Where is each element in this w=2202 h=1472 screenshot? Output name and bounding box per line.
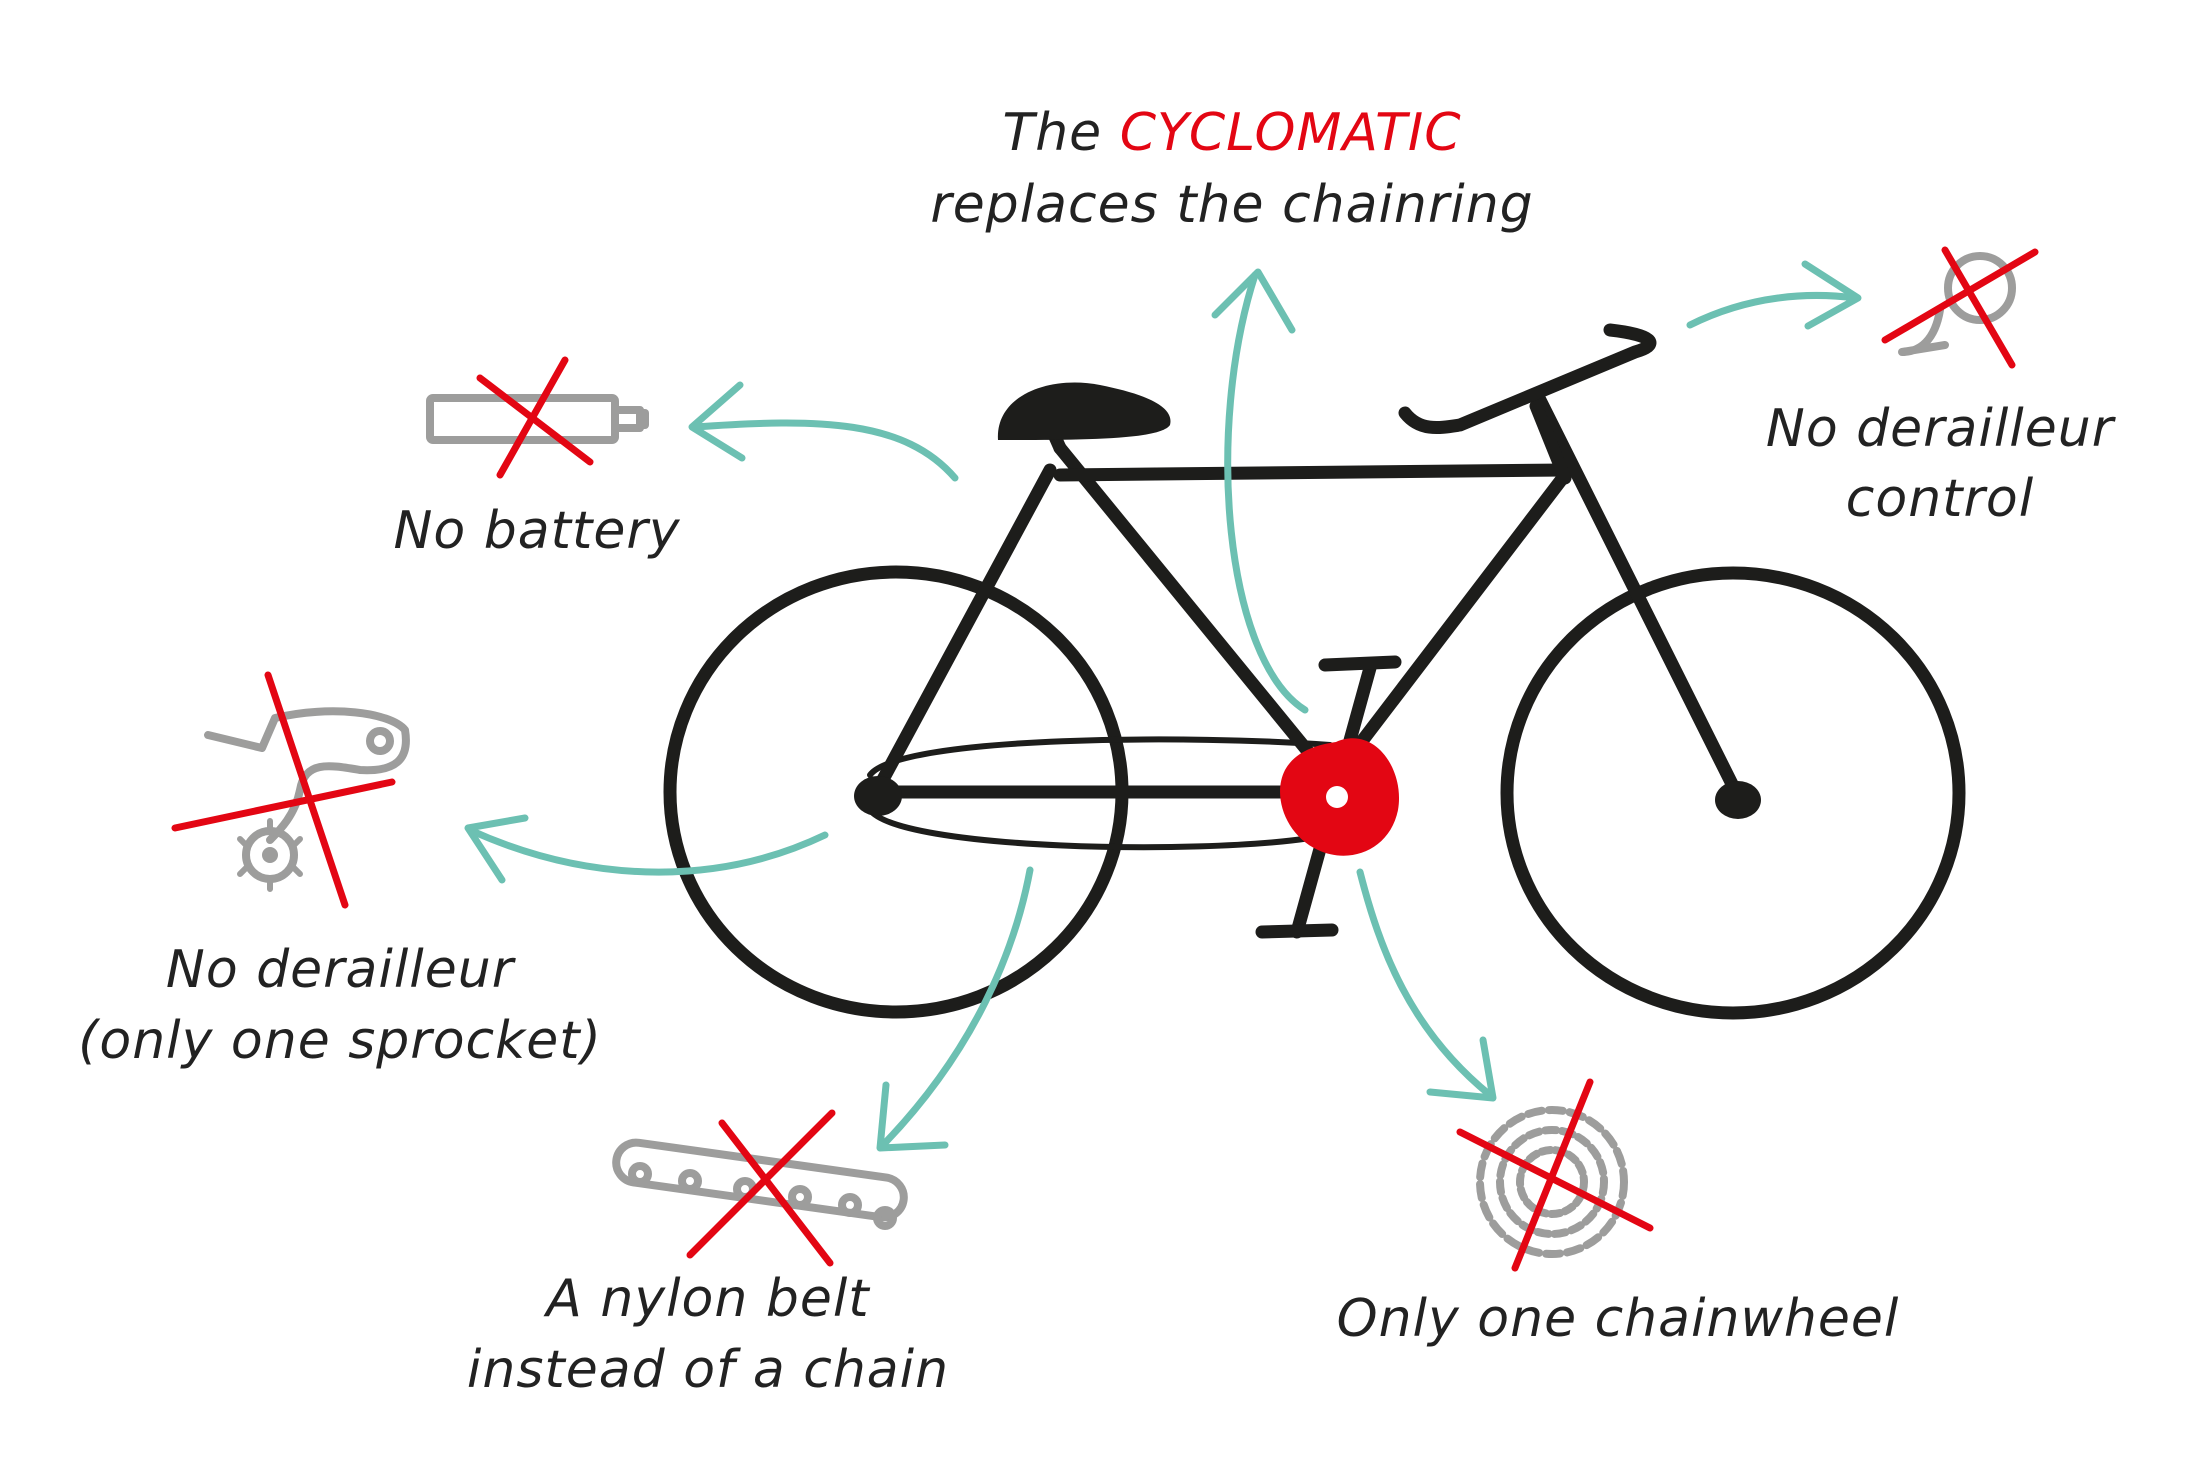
no-derailleur-control-label-1: No derailleur bbox=[1766, 399, 2117, 459]
no-derailleur-label-1: No derailleur bbox=[166, 940, 517, 1000]
derailleur-icon bbox=[171, 671, 410, 909]
arrow-battery bbox=[691, 419, 959, 482]
cyclomatic-brand: CYCLOMATIC bbox=[1120, 103, 1462, 163]
saddle bbox=[997, 382, 1171, 440]
down-tube bbox=[1333, 468, 1572, 777]
arrow-chain bbox=[879, 866, 1034, 1149]
seat-tube bbox=[1053, 441, 1322, 767]
nylon-belt-label-2: instead of a chain bbox=[467, 1340, 949, 1400]
arrow-cassette bbox=[1356, 868, 1494, 1099]
cyclomatic-subtitle: replaces the chainring bbox=[930, 175, 1533, 235]
nylon-belt-label-1: A nylon belt bbox=[543, 1269, 870, 1329]
cyclomatic-title: The CYCLOMATIC bbox=[1002, 103, 1461, 163]
no-battery-label: No battery bbox=[393, 501, 680, 561]
no-derailleur-label-2: (only one sprocket) bbox=[78, 1011, 602, 1071]
rear-hub bbox=[854, 776, 902, 816]
fork bbox=[1533, 393, 1742, 797]
arrow-cyclomatic bbox=[1224, 271, 1309, 714]
front-wheel bbox=[1500, 566, 1966, 1020]
arrow-derailleur-control bbox=[1686, 291, 1859, 329]
arrow-derailleur bbox=[466, 826, 829, 876]
stem bbox=[1529, 399, 1572, 485]
seat-stay bbox=[873, 463, 1057, 792]
one-chainwheel-label: Only one chainwheel bbox=[1337, 1289, 1900, 1349]
pedal-bottom bbox=[1255, 923, 1339, 939]
pedal-top bbox=[1318, 655, 1402, 672]
derailleur-control-icon bbox=[1881, 246, 2039, 369]
bicycle-illustration bbox=[663, 323, 1966, 1020]
cyclomatic-hub bbox=[1280, 738, 1400, 856]
no-derailleur-control-label-2: control bbox=[1846, 469, 2034, 529]
cassette-icon bbox=[1456, 1078, 1654, 1272]
top-tube bbox=[1053, 463, 1572, 482]
handlebar bbox=[1398, 323, 1657, 434]
chain-icon bbox=[612, 1109, 908, 1267]
battery-icon bbox=[426, 356, 649, 479]
front-hub bbox=[1715, 781, 1761, 819]
annotation-arrows bbox=[464, 260, 1862, 1152]
cyclomatic-prefix: The bbox=[1002, 103, 1119, 163]
